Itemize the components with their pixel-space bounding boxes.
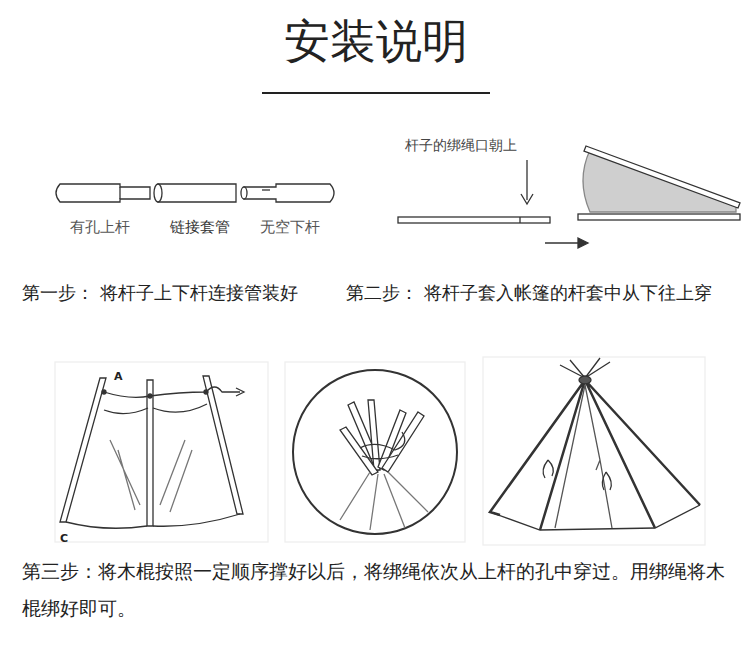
step-caption: 第三步：将木棍按照一定顺序撑好以后，将绑绳依次从上杆的孔中穿过。用绑绳将木棍绑好… (22, 553, 742, 627)
part-name: 链接套管 (170, 218, 230, 238)
title-underline (262, 92, 490, 94)
unfolded-tent (60, 376, 244, 528)
step-caption: 第一步： 将杆子上下杆连接管装好 (22, 281, 298, 304)
tent-sleeve-figure (398, 146, 740, 248)
part-name: 有孔上杆 (70, 218, 130, 238)
page-title: 安装说明 (284, 12, 468, 72)
assembled-tent (490, 358, 700, 530)
pole-tie-detail (293, 370, 457, 534)
image-frame (55, 362, 268, 542)
part-name: 无空下杆 (260, 218, 320, 238)
callout-letter: A (114, 370, 123, 384)
pole-parts (56, 184, 334, 202)
callout-note: 杆子的绑绳口朝上 (405, 136, 517, 154)
callout-letter: C (60, 532, 68, 546)
step-caption: 第二步： 将杆子套入帐篷的杆套中从下往上穿 (346, 281, 712, 304)
image-frame (285, 362, 465, 542)
image-frame (483, 357, 705, 545)
